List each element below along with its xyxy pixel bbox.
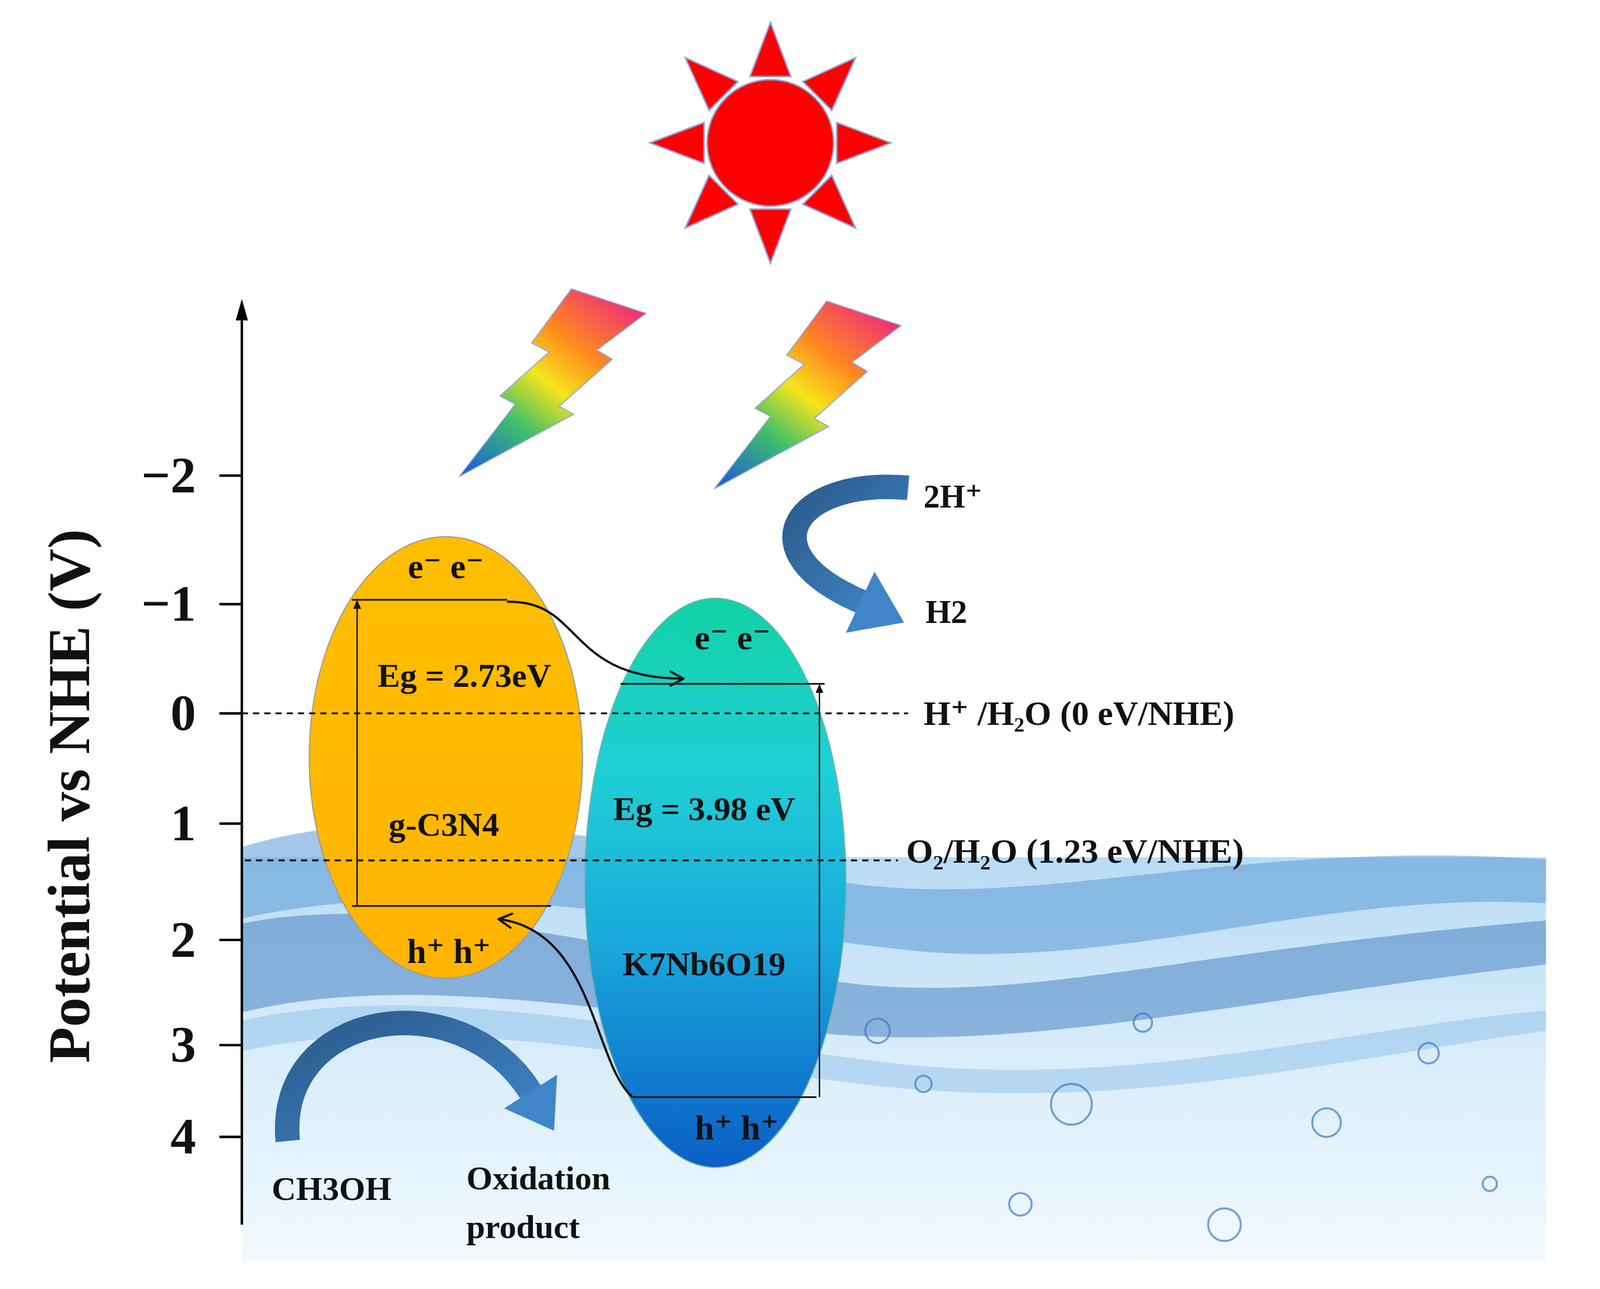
axis-ticks — [219, 475, 243, 1138]
tick-label: −1 — [141, 573, 196, 635]
tick-label: 1 — [170, 792, 197, 854]
band-gap-label: Eg = 2.73eV — [377, 655, 552, 696]
band-gap-arrow — [818, 689, 821, 1097]
annotation-label: H2 — [925, 592, 967, 632]
conduction-band-line — [620, 682, 825, 685]
sun — [649, 22, 891, 264]
valence-band-line — [632, 1096, 817, 1099]
band-gap-arrowhead — [352, 600, 361, 609]
ellipse-fill — [584, 598, 846, 1168]
annotation-label: O₂/H₂O (1.23 eV/NHE) — [905, 830, 1244, 872]
light-bolt — [459, 289, 646, 477]
annotation-label: 2H⁺ — [923, 477, 983, 517]
oxidation-arrow — [287, 1022, 532, 1142]
material-name: g-C3N4 — [388, 804, 500, 845]
tick-label: −2 — [141, 444, 196, 506]
annotation-label: Oxidation product — [466, 1152, 676, 1251]
band-gap-arrow — [356, 605, 358, 906]
annotation-label: H⁺ /H₂O (0 eV/NHE) — [923, 692, 1235, 734]
oxidation-arrowhead — [504, 1074, 558, 1131]
tick-label: 2 — [170, 909, 197, 971]
carrier-label: e⁻ e⁻ — [407, 545, 485, 588]
reduction-arrow — [794, 486, 909, 603]
axis-arrowhead — [235, 299, 249, 321]
carrier-label: h⁺ h⁺ — [694, 1107, 779, 1149]
band-ellipse: e⁻ e⁻ Eg = 3.98 eV K7Nb6O19 h⁺ h⁺ — [583, 597, 848, 1169]
tick-label: 0 — [170, 682, 197, 744]
reduction-arrowhead — [845, 571, 905, 633]
band-gap-arrowhead — [815, 683, 824, 693]
band-ellipse: e⁻ e⁻ Eg = 2.73eV g-C3N4 h⁺ h⁺ — [308, 535, 584, 980]
tick-label: 3 — [170, 1014, 197, 1076]
light-bolt — [714, 300, 901, 489]
carrier-label: h⁺ h⁺ — [407, 929, 492, 972]
ellipse-outline — [308, 535, 584, 980]
potential-axis — [240, 312, 243, 1225]
annotation-label: CH3OH — [271, 1168, 392, 1209]
bubbles — [865, 1013, 1497, 1241]
material-name: K7Nb6O19 — [622, 943, 786, 985]
ellipse-outline — [583, 597, 848, 1169]
axis-title: Potential vs NHE (V) — [33, 528, 105, 1063]
conduction-band-line — [351, 599, 508, 602]
valence-band-line — [351, 905, 551, 908]
tick-label: 4 — [170, 1105, 197, 1167]
band-gap-label: Eg = 3.98 eV — [612, 788, 795, 830]
ellipse-fill — [309, 536, 583, 979]
carrier-label: e⁻ e⁻ — [694, 616, 771, 659]
